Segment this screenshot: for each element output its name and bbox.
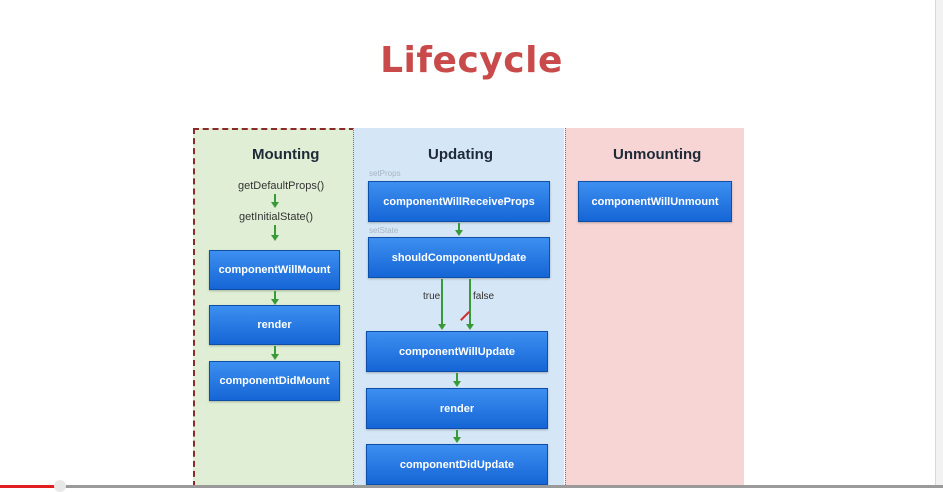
update-box-should-component-update: shouldComponentUpdate [368,237,550,278]
updating-heading: Updating [428,146,493,163]
slide-title: Lifecycle [380,40,563,81]
update-box-component-did-update: componentDidUpdate [366,444,548,485]
set-state-label: setState [369,226,399,235]
video-progress-handle[interactable] [54,480,66,492]
unmounting-heading: Unmounting [613,146,702,163]
arrow-will-mount-to-render [271,291,279,305]
update-box-component-will-receive-props: componentWillReceiveProps [368,181,550,222]
get-default-props-label: getDefaultProps() [238,180,325,192]
arrow-initial-to-will-mount [271,225,279,241]
video-progress-fill [0,485,55,488]
true-label: true [423,291,441,302]
arrow-default-to-initial [271,194,279,208]
arrow-render-to-did-mount [271,346,279,360]
arrow-true-branch [438,279,446,330]
update-box-render: render [366,388,548,429]
arrow-false-branch [466,279,474,330]
mounting-heading: Mounting [252,146,320,163]
set-props-label: setProps [369,169,401,178]
get-initial-state-label: getInitialState() [239,211,313,223]
arrow-receive-props-to-should-update [455,223,463,236]
false-label: false [473,291,495,302]
right-edge-border [935,0,943,488]
mount-box-render: render [209,305,340,345]
video-progress-track[interactable] [0,485,943,488]
unmount-box-component-will-unmount: componentWillUnmount [578,181,732,222]
arrow-will-update-to-render [453,373,461,387]
update-box-component-will-update: componentWillUpdate [366,331,548,372]
arrow-render-to-did-update [453,430,461,443]
mount-box-component-will-mount: componentWillMount [209,250,340,290]
mount-box-component-did-mount: componentDidMount [209,361,340,401]
